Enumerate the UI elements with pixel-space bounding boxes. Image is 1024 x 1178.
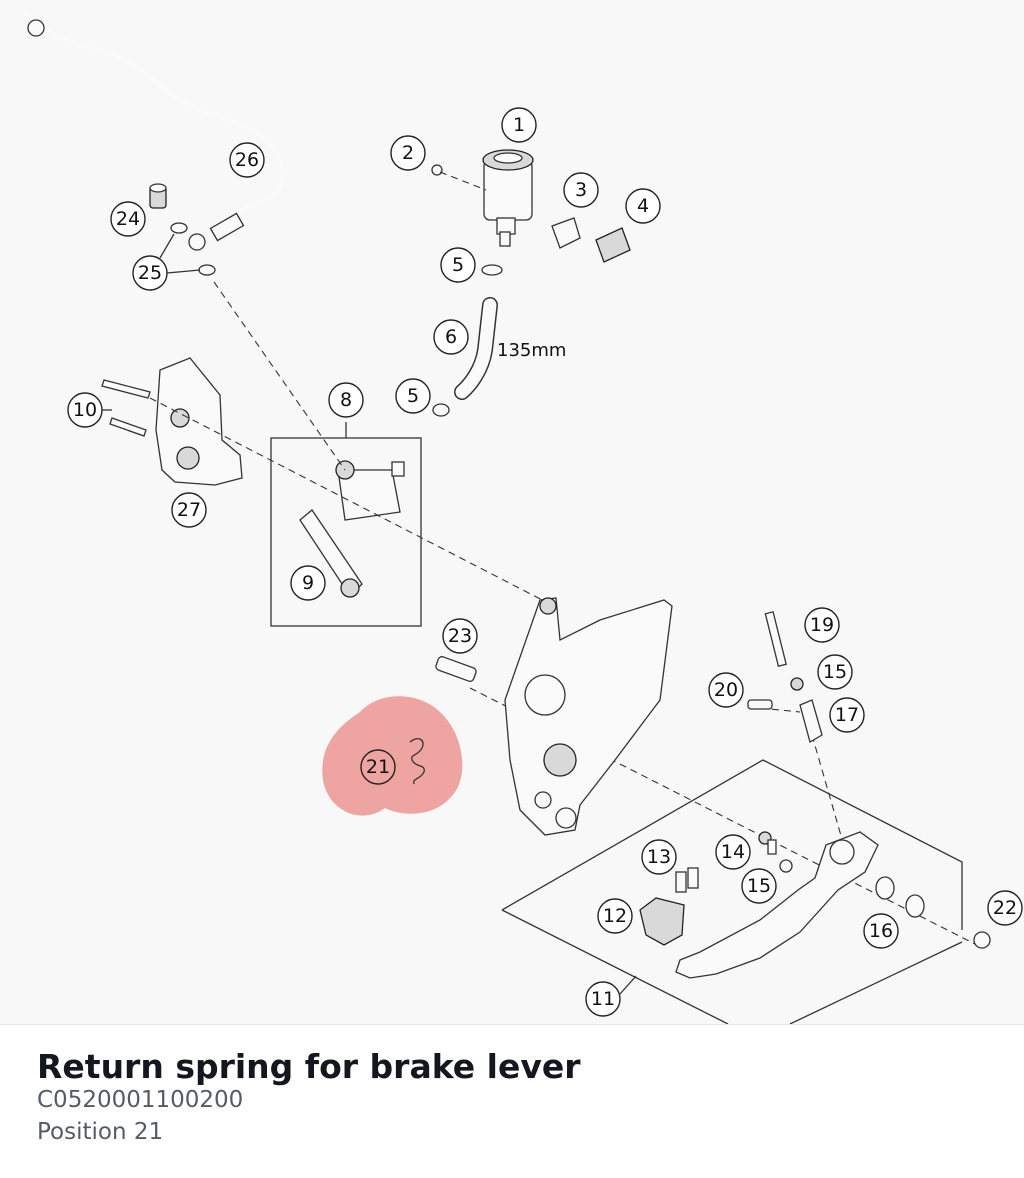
- brake-hose: [20, 6, 285, 251]
- part-code: C0520001100200: [37, 1087, 244, 1113]
- svg-text:9: 9: [302, 572, 314, 594]
- svg-text:5: 5: [407, 385, 419, 407]
- callout-24[interactable]: 24: [110, 201, 146, 237]
- lever-pin-parts: [747, 611, 823, 743]
- svg-text:11: 11: [591, 988, 615, 1010]
- part-title: Return spring for brake lever: [37, 1047, 581, 1086]
- svg-text:15: 15: [823, 661, 847, 683]
- callout-25[interactable]: 25: [132, 255, 168, 291]
- callout-5[interactable]: 5: [395, 378, 431, 414]
- callout-1[interactable]: 1: [501, 107, 537, 143]
- svg-text:8: 8: [340, 389, 352, 411]
- callout-10[interactable]: 10: [67, 392, 103, 428]
- callout-8[interactable]: 8: [328, 382, 364, 418]
- master-cylinder-group: [270, 422, 422, 627]
- svg-text:1: 1: [513, 114, 525, 136]
- brake-fluid-reservoir: [431, 149, 534, 247]
- svg-text:4: 4: [637, 195, 649, 217]
- footrest-bracket: [435, 597, 673, 836]
- hose-clamps: [432, 264, 503, 417]
- svg-text:27: 27: [177, 499, 201, 521]
- callout-26[interactable]: 26: [229, 142, 265, 178]
- callout-27[interactable]: 27: [171, 492, 207, 528]
- heel-guard: [101, 357, 243, 486]
- svg-text:26: 26: [235, 149, 259, 171]
- callout-22[interactable]: 22: [987, 890, 1023, 926]
- callout-23[interactable]: 23: [442, 618, 478, 654]
- svg-text:2: 2: [402, 142, 414, 164]
- svg-text:14: 14: [721, 841, 745, 863]
- callout-2[interactable]: 2: [390, 135, 426, 171]
- hose-length-label: 135mm: [497, 340, 566, 361]
- callout-13[interactable]: 13: [641, 839, 677, 875]
- svg-text:3: 3: [575, 179, 587, 201]
- callout-15[interactable]: 15: [817, 654, 853, 690]
- svg-text:23: 23: [448, 625, 472, 647]
- svg-text:10: 10: [73, 399, 97, 421]
- svg-text:20: 20: [714, 679, 738, 701]
- callout-15[interactable]: 15: [741, 868, 777, 904]
- svg-text:6: 6: [445, 326, 457, 348]
- svg-text:21: 21: [366, 756, 390, 778]
- svg-text:13: 13: [647, 846, 671, 868]
- svg-text:17: 17: [835, 704, 859, 726]
- svg-text:22: 22: [993, 897, 1017, 919]
- callout-17[interactable]: 17: [829, 697, 865, 733]
- svg-text:5: 5: [452, 254, 464, 276]
- callout-12[interactable]: 12: [597, 898, 633, 934]
- callout-14[interactable]: 14: [715, 834, 751, 870]
- callout-6[interactable]: 6: [433, 319, 469, 355]
- svg-text:15: 15: [747, 875, 771, 897]
- callout-16[interactable]: 16: [863, 913, 899, 949]
- callout-11[interactable]: 11: [585, 981, 621, 1017]
- banjo-bolt: [149, 183, 216, 276]
- callout-20[interactable]: 20: [708, 672, 744, 708]
- highlight-area: [322, 696, 463, 816]
- part-position: Position 21: [37, 1119, 164, 1145]
- part-info-panel: Return spring for brake lever C052000110…: [0, 1024, 1024, 1178]
- leader-lines: [102, 233, 637, 995]
- callout-5[interactable]: 5: [440, 247, 476, 283]
- exploded-parts-diagram: 1 2 3 4 5 5 6 8 9 10 11 12 13 14 15 15 1…: [20, 6, 1023, 1024]
- reservoir-bracket: [551, 217, 631, 263]
- callout-19[interactable]: 19: [804, 607, 840, 643]
- svg-text:12: 12: [603, 905, 627, 927]
- svg-text:25: 25: [138, 262, 162, 284]
- svg-text:16: 16: [869, 920, 893, 942]
- callout-9[interactable]: 9: [290, 565, 326, 601]
- svg-text:19: 19: [810, 614, 834, 636]
- callout-3[interactable]: 3: [563, 172, 599, 208]
- brake-pedal-group: [501, 759, 991, 1024]
- callout-21[interactable]: 21: [360, 749, 396, 785]
- callout-4[interactable]: 4: [625, 188, 661, 224]
- highlighted-return-spring: [322, 696, 463, 816]
- svg-text:24: 24: [116, 208, 140, 230]
